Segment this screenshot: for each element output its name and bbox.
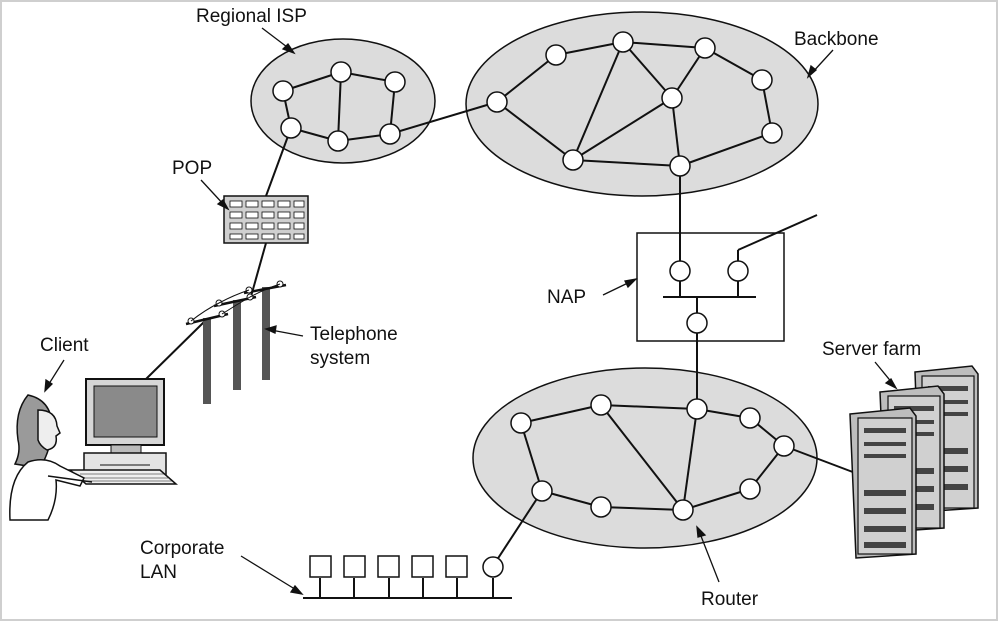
label-corporate-line2: LAN [140, 562, 177, 583]
router-node-icon [482, 556, 504, 578]
router-node-icon [686, 312, 708, 334]
label-nap: NAP [547, 287, 586, 308]
router-node-icon [562, 149, 584, 171]
router-node-icon [694, 37, 716, 59]
router-node-icon [590, 394, 612, 416]
router-node-icon [672, 499, 694, 521]
router-node-icon [510, 412, 532, 434]
router-node-icon [590, 496, 612, 518]
label-corporate-line1: Corporate [140, 538, 225, 559]
router-node-icon [727, 260, 749, 282]
label-telephone-line2: system [310, 348, 370, 369]
backbone-cloud [465, 11, 819, 197]
router-node-icon [661, 87, 683, 109]
router-node-icon [545, 44, 567, 66]
diagram-labels: Regional ISP Backbone POP NAP Client Tel… [40, 6, 921, 610]
router-node-icon [686, 398, 708, 420]
label-arrows [44, 27, 898, 595]
pop-panel-icon [223, 195, 309, 244]
router-node-icon [379, 123, 401, 145]
label-server-farm: Server farm [822, 339, 921, 360]
corporate-network-cloud [472, 367, 818, 549]
lan-host-icon [445, 555, 468, 578]
router-node-icon [669, 260, 691, 282]
router-node-icon [773, 435, 795, 457]
corporate-lan-hosts [309, 555, 468, 578]
router-node-icon [761, 122, 783, 144]
label-pop: POP [172, 158, 212, 179]
router-node-icon [669, 155, 691, 177]
lan-host-icon [411, 555, 434, 578]
label-regional-isp: Regional ISP [196, 6, 307, 27]
client-computer-icon [68, 378, 178, 485]
router-node-icon [280, 117, 302, 139]
lan-host-icon [377, 555, 400, 578]
label-router: Router [701, 589, 759, 610]
lan-host-icon [343, 555, 366, 578]
label-client: Client [40, 335, 89, 356]
router-node-icon [486, 91, 508, 113]
router-node-icon [272, 80, 294, 102]
router-node-icon [739, 407, 761, 429]
router-node-icon [330, 61, 352, 83]
router-node-icon [384, 71, 406, 93]
lan-host-icon [309, 555, 332, 578]
telephone-pole-icon [185, 280, 287, 404]
router-node-icon [612, 31, 634, 53]
nap-box [636, 232, 785, 342]
router-nodes [272, 31, 795, 578]
person-icon [9, 394, 93, 521]
label-telephone-line1: Telephone [310, 324, 398, 345]
router-node-icon [327, 130, 349, 152]
server-icon [849, 407, 917, 559]
router-node-icon [531, 480, 553, 502]
router-node-icon [751, 69, 773, 91]
router-node-icon [739, 478, 761, 500]
server-farm [849, 365, 979, 559]
label-backbone: Backbone [794, 29, 879, 50]
